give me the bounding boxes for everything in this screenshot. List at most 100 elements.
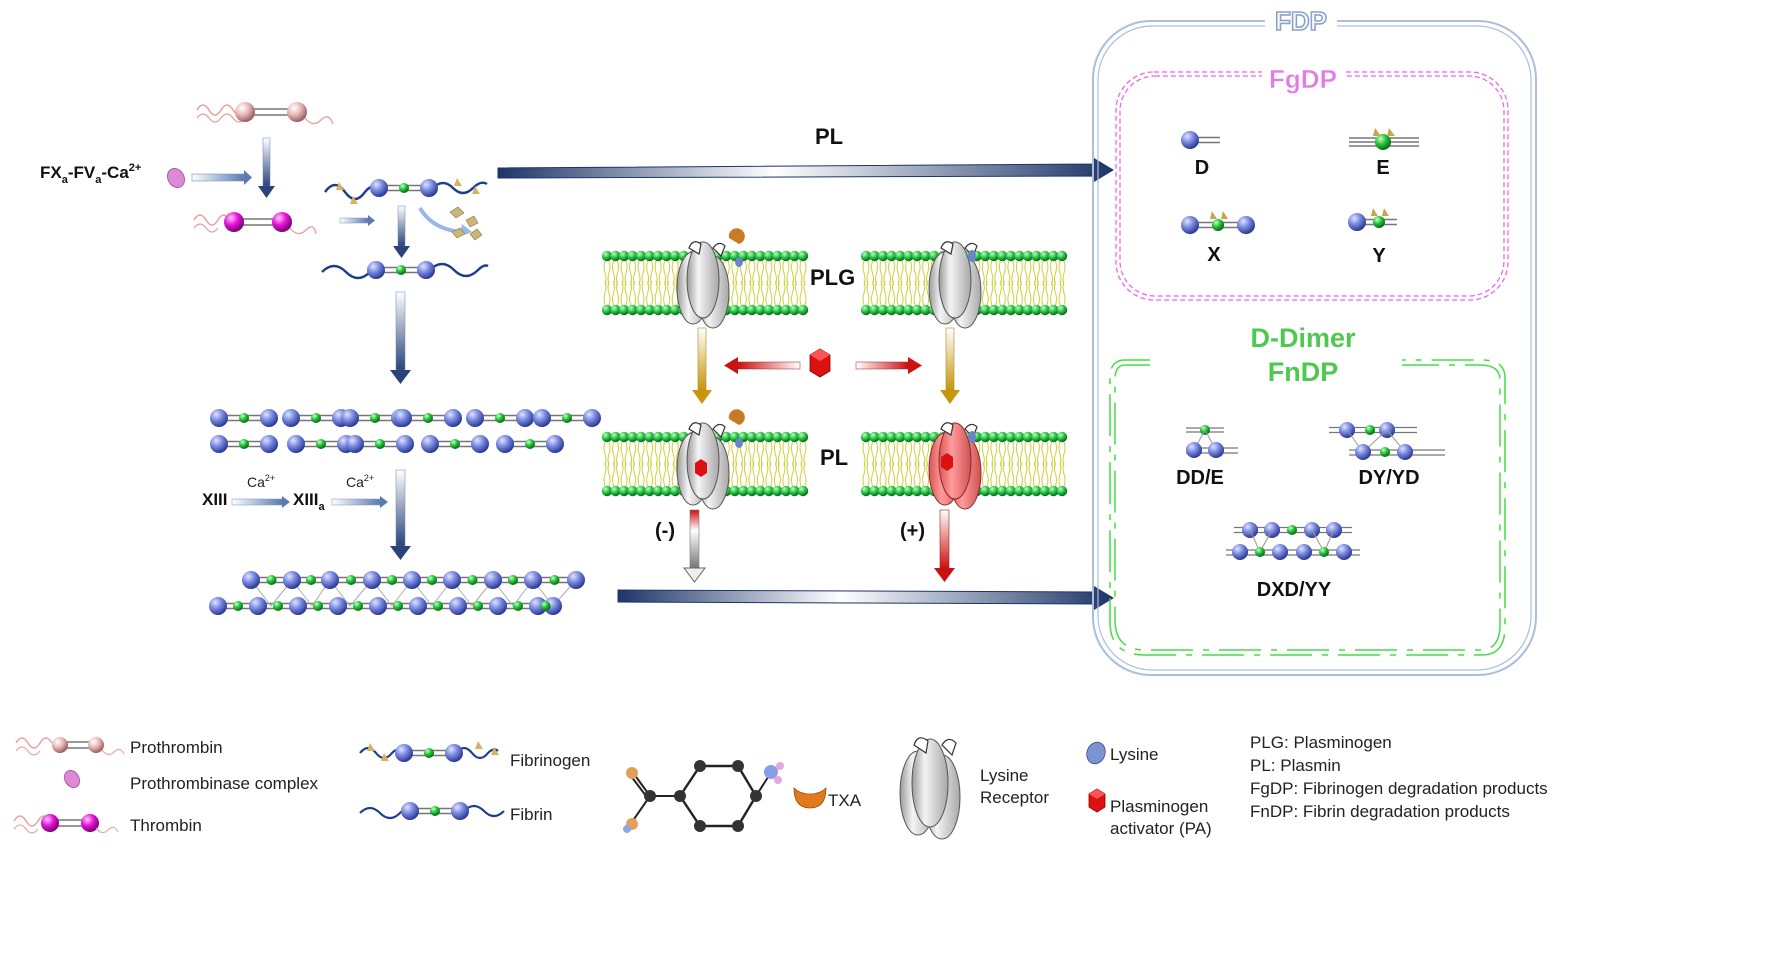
fibrin-d-domain — [249, 597, 267, 615]
fibrin-e-domain — [313, 601, 323, 611]
fibrin-d-domain — [409, 597, 427, 615]
fibrin-e-domain — [266, 575, 277, 585]
fgdp-e: E — [1349, 128, 1419, 179]
lipid-head — [797, 250, 809, 286]
fibrin-e-domain — [346, 575, 356, 585]
fibrin-d-domain — [242, 571, 260, 589]
d-dimer-title: D-Dimer — [1250, 323, 1356, 353]
lipid-head — [1056, 250, 1068, 286]
fibrin-e-domain — [467, 575, 478, 585]
plasminogen-activator-center — [809, 348, 831, 378]
legend-prothrombin-label: Prothrombin — [130, 738, 223, 757]
fibrin-molecule — [321, 260, 489, 280]
fibrin-d-domain — [289, 597, 307, 615]
fibrin-e-domain — [233, 601, 243, 611]
fibrin-d-domain — [567, 571, 585, 589]
lipid-head — [797, 280, 809, 316]
coagulation-pathway: FXa-FVa-Ca2+ — [40, 102, 602, 615]
fgdp-y: Y — [1348, 208, 1397, 267]
lysine-receptor-top-left — [676, 228, 745, 329]
fibrin-d-domain — [524, 571, 542, 589]
svg-text:Y: Y — [1372, 245, 1386, 267]
fibrin-d-domain — [449, 597, 467, 615]
fgdp-title: FgDP — [1269, 64, 1337, 94]
thrombin-molecule — [193, 212, 317, 235]
svg-text:DXD/YY: DXD/YY — [1257, 579, 1332, 601]
fibrin-e-domain — [427, 575, 437, 585]
factor-xiii-label: XIII — [202, 490, 228, 509]
fibrin-monomers — [209, 408, 602, 454]
fibrin-e-domain — [540, 601, 551, 611]
legend-lysine-icon — [1086, 741, 1106, 765]
fibrin-d-domain — [209, 597, 227, 615]
calcium-label-1: Ca2+ — [247, 473, 275, 490]
legend-abbr-pl: PL: Plasmin — [1250, 756, 1341, 775]
fibrin-d-domain — [329, 597, 347, 615]
fndp-title: FnDP — [1268, 357, 1339, 387]
fibrin-e-domain — [513, 601, 523, 611]
svg-text:D: D — [1195, 157, 1209, 179]
legend-fibrin-label: Fibrin — [510, 805, 553, 824]
crosslinked-fibrin — [209, 571, 585, 615]
fibrin-degradation-arrow — [617, 585, 1114, 611]
fndp-dxd-yy: DXD/YY — [1226, 522, 1360, 601]
legend-pa-icon — [1088, 788, 1106, 813]
fibrinopeptides — [449, 206, 483, 241]
legend-txa-structure-icon — [623, 760, 784, 833]
plasmin-arrow-top: PL — [497, 124, 1114, 183]
legend-lysine-receptor-label-1: Lysine — [980, 766, 1029, 785]
legend-prothrombinase-label: Prothrombinase complex — [130, 774, 319, 793]
legend-lysine-label: Lysine — [1110, 745, 1159, 764]
fibrin-e-domain — [353, 601, 363, 611]
legend-fibrin-icon — [359, 801, 505, 821]
lipid-head — [1056, 461, 1068, 497]
legend-lysine-receptor-label-2: Receptor — [980, 788, 1049, 807]
fibrin-e-domain — [508, 575, 518, 585]
legend-prothrombinase-icon — [64, 770, 80, 788]
lipid-head — [797, 461, 809, 497]
lysine-receptor-top-right — [928, 241, 982, 329]
legend-txa-label: TXA — [828, 791, 862, 810]
fibrin-e-domain — [393, 601, 403, 611]
legend-abbr-fgdp: FgDP: Fibrinogen degradation products — [1250, 779, 1548, 798]
legend-lysine-receptor-icon — [899, 737, 961, 840]
fibrin-e-domain — [433, 601, 443, 611]
legend-fibrinogen-label: Fibrinogen — [510, 751, 590, 770]
fdp-title: FDP — [1275, 6, 1327, 36]
prothrombin-molecule — [196, 102, 334, 125]
fibrin-d-domain — [403, 571, 421, 589]
fibrin-e-domain — [549, 575, 560, 585]
inhibit-label: (-) — [655, 520, 675, 542]
fibrin-d-domain — [443, 571, 461, 589]
fxa-complex-label: FXa-FVa-Ca2+ — [40, 162, 141, 186]
legend-abbr-plg: PLG: Plasminogen — [1250, 733, 1392, 752]
fibrin-d-domain — [484, 571, 502, 589]
fibrin-d-domain — [363, 571, 381, 589]
legend: Prothrombin Prothrombinase complex Throm… — [13, 733, 1548, 840]
fibrin-e-domain — [387, 575, 397, 585]
fibrin-d-domain — [369, 597, 387, 615]
legend-pa-label-1: Plasminogen — [1110, 797, 1208, 816]
fibrin-d-domain — [321, 571, 339, 589]
plg-label: PLG — [810, 265, 855, 290]
fxa-arrow — [191, 173, 245, 182]
fibrin-d-domain — [489, 597, 507, 615]
svg-text:DD/E: DD/E — [1176, 467, 1224, 489]
fndp-dd-e: DD/E — [1176, 425, 1238, 489]
lysine-receptor-bottom-left — [676, 409, 745, 510]
legend-abbr-fndp: FnDP: Fibrin degradation products — [1250, 802, 1510, 821]
pl-top-label: PL — [815, 124, 843, 149]
legend-prothrombin-icon — [15, 737, 125, 756]
fibrinogen-molecule — [324, 178, 488, 204]
fndp-dy-yd: DY/YD — [1329, 422, 1445, 489]
calcium-label-2: Ca2+ — [346, 473, 374, 490]
fibrin-d-domain — [529, 597, 547, 615]
svg-text:X: X — [1207, 244, 1221, 266]
lipid-head — [1056, 280, 1068, 316]
factor-xiiia-label: XIIIa — [293, 490, 326, 513]
fibrin-e-domain — [306, 575, 316, 585]
fibrin-d-domain — [544, 597, 562, 615]
lipid-head — [797, 431, 809, 467]
lysine-receptor-bottom-right — [928, 422, 982, 510]
